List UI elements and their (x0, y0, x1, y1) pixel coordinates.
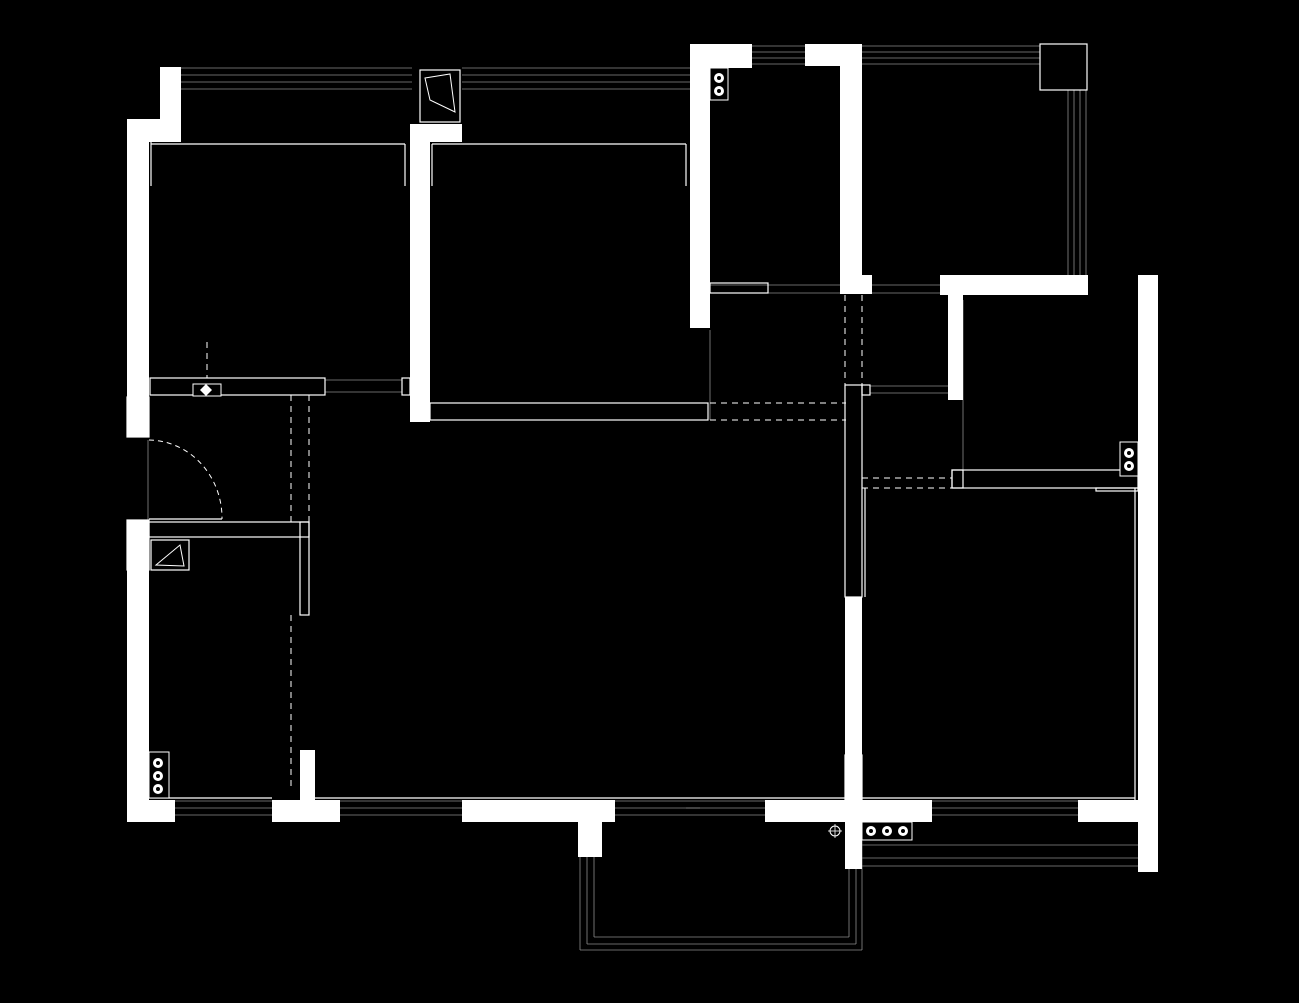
window-lines (147, 45, 1140, 951)
walls (127, 44, 1158, 872)
floor-drain-icon (709, 67, 729, 101)
dashed-lines (206, 295, 952, 790)
duct-icon (150, 539, 190, 571)
floor-drain-icon (148, 751, 170, 799)
floor-drain-icon (861, 821, 913, 841)
door-swing-icon (148, 439, 223, 520)
floor-drain-icon (1119, 441, 1139, 477)
duct-icon (419, 69, 461, 123)
drain-target-icon (828, 824, 842, 838)
switch-icon (192, 383, 222, 397)
partition-walls (126, 43, 1139, 801)
